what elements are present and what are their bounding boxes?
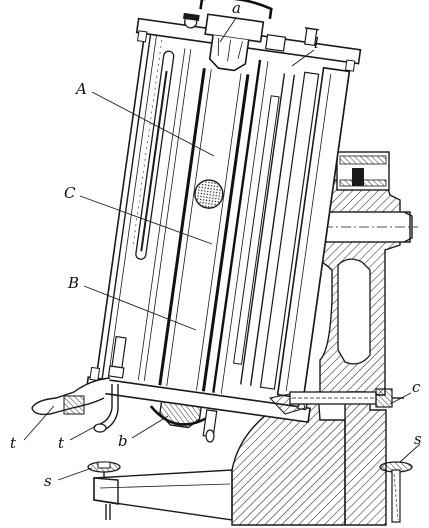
stand-base <box>93 391 387 526</box>
label-l: l <box>314 34 319 52</box>
label-t-left: t <box>10 434 17 452</box>
label-a: a <box>232 0 241 17</box>
label-c: c <box>412 378 421 396</box>
label-A: A <box>74 80 87 98</box>
clamp-screw <box>289 388 404 408</box>
hose-connectors <box>31 377 215 443</box>
label-b: b <box>118 432 128 450</box>
label-C: C <box>64 184 76 202</box>
leveling-screw-right <box>379 461 413 523</box>
label-s-right: s <box>414 430 422 448</box>
label-B: B <box>67 274 79 292</box>
label-s-left: s <box>44 472 52 490</box>
label-t-right: t <box>58 434 65 452</box>
leader-lines <box>23 17 421 481</box>
leveling-screw-left <box>87 461 121 478</box>
